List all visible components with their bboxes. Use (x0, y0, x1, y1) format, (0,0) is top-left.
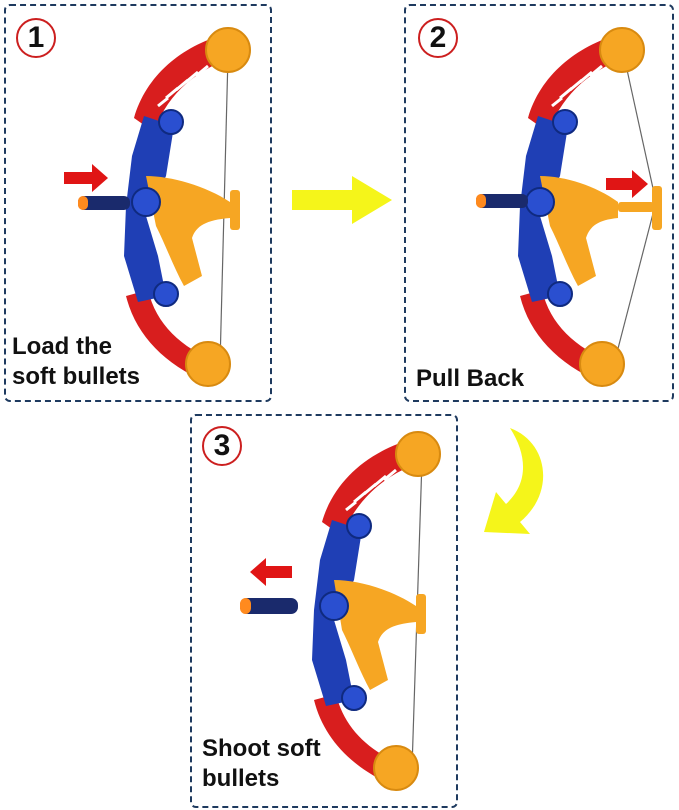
step-3-panel: 3 Shoot soft bullets (190, 414, 458, 808)
step-2-number: 2 (418, 18, 458, 58)
step-1-caption: Load the soft bullets (12, 332, 141, 392)
bow-body (312, 431, 441, 791)
toy-bow-icon (64, 27, 251, 387)
step-1-number: 1 (16, 18, 56, 58)
yellow-arrow-icon (292, 176, 392, 224)
foam-dart-icon (476, 194, 528, 208)
red-arrow-icon (64, 164, 108, 192)
step-3-number: 3 (202, 426, 242, 466)
red-arrow-icon (250, 558, 292, 586)
toy-bow-icon (476, 27, 662, 387)
step-1-panel: 1 (4, 4, 272, 402)
foam-dart-icon (78, 196, 130, 210)
bow-body (124, 27, 251, 387)
toy-bow-icon (240, 431, 441, 791)
yellow-arrow-icon (484, 428, 544, 534)
foam-dart-icon (240, 598, 298, 614)
bow-body (518, 27, 662, 387)
step-2-panel: 2 Pull Back (404, 4, 674, 402)
red-arrow-icon (606, 170, 648, 198)
step-3-caption: Shoot soft bullets (202, 734, 321, 794)
step-2-caption: Pull Back (416, 364, 525, 394)
